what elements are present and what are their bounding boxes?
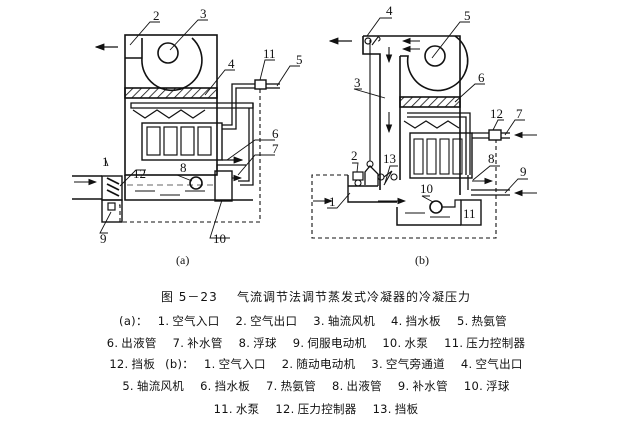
- servo-motor-b: [352, 171, 364, 181]
- callout-a-7: 7: [272, 141, 279, 156]
- callout-b-13: 13: [383, 151, 396, 166]
- legend-item: 12.压力控制器: [275, 402, 357, 416]
- legend-item: 2.随动电动机: [281, 357, 356, 371]
- legend-item: 5.轴流风机: [122, 379, 185, 393]
- legend-item: 6.出液管: [106, 336, 157, 350]
- legend-item: 9.伺服电动机: [292, 336, 367, 350]
- legend-item: 4.挡水板: [391, 314, 441, 328]
- panel-label-b: (b): [415, 253, 429, 267]
- callouts-b: 4 5 3 6 12 7 8 9 2 13 10 11 1 (b): [329, 3, 527, 267]
- pressure-controller-a: [254, 79, 267, 90]
- eliminator-b: [399, 96, 461, 108]
- legend-line-4: 5.轴流风机 6.挡水板 7.热氨管 8.出液管 9.补水管 10.浮球: [0, 378, 632, 394]
- callouts-a: 2 3 4 11 5 6 7 8 1 12 9 10 (a): [100, 6, 303, 267]
- control-line-a: [117, 89, 261, 223]
- legend-prefix-a: (a)：: [119, 314, 148, 328]
- control-line-b: [311, 140, 497, 239]
- fan-housing-b: [400, 35, 469, 92]
- legend-item: 11.水泵: [213, 402, 260, 416]
- callout-b-6: 6: [478, 70, 485, 85]
- legend-item: 3.轴流风机: [313, 314, 376, 328]
- callout-b-9: 9: [520, 164, 527, 179]
- legend-item: 7.补水管: [172, 336, 223, 350]
- callout-b-1: 1: [329, 194, 336, 209]
- fan-icon-a: [157, 42, 179, 64]
- legend-item: 2.空气出口: [235, 314, 298, 328]
- callout-a-2: 2: [153, 8, 160, 23]
- legend-prefix-b: (b)：: [165, 357, 195, 371]
- callout-b-4: 4: [386, 3, 393, 18]
- legend-item: 10.水泵: [382, 336, 429, 350]
- pump-a: [214, 170, 233, 202]
- callout-a-10: 10: [213, 231, 226, 246]
- legend-item: 9.补水管: [397, 379, 448, 393]
- bypass-channel-b: [362, 35, 461, 195]
- condenser-diagram: 2 3 4 11 5 6 7 8 1 12 9 10 (a): [72, 3, 537, 267]
- figure-caption: 图 5－23 气流调节法调节蒸发式冷凝器的冷凝压力: [0, 288, 632, 305]
- panel-b: [311, 17, 537, 239]
- callout-a-1: 1: [102, 154, 109, 169]
- legend-line-3: 12.挡板 (b)： 1.空气入口 2.随动电动机 3.空气旁通道 4.空气出口: [0, 356, 632, 372]
- basin-a: [124, 175, 253, 201]
- casing-a: [124, 34, 218, 176]
- callout-b-2: 2: [351, 148, 358, 163]
- panel-a: [72, 19, 300, 239]
- coil-frame-a: [141, 122, 223, 161]
- legend-item: 13.挡板: [372, 402, 419, 416]
- callout-a-9: 9: [100, 231, 107, 246]
- fan-housing-a: [125, 37, 203, 92]
- legend-item: 4.空气出口: [460, 357, 523, 371]
- figure-number: 图 5－23: [160, 290, 218, 304]
- legend-line-5: 11.水泵 12.压力控制器 13.挡板: [0, 401, 632, 417]
- callout-a-8: 8: [180, 160, 187, 175]
- callout-a-12: 12: [133, 166, 146, 181]
- eliminator-a: [124, 87, 218, 99]
- callout-a-3: 3: [200, 6, 207, 21]
- callout-b-3: 3: [354, 75, 361, 90]
- float-ball-a: [189, 176, 203, 190]
- panel-label-a: (a): [176, 253, 189, 267]
- legend-item: 10.浮球: [463, 379, 510, 393]
- pump-b: [460, 199, 482, 226]
- legend-item: 5.热氨管: [456, 314, 507, 328]
- servo-motor-a: [101, 199, 123, 223]
- coil-frame-b: [409, 132, 473, 179]
- damper-a: [106, 177, 120, 197]
- legend-line-2: 6.出液管 7.补水管 8.浮球 9.伺服电动机 10.水泵 11.压力控制器: [0, 335, 632, 351]
- legend-item: 8.出液管: [331, 379, 382, 393]
- pressure-controller-b: [488, 129, 502, 141]
- callout-b-8: 8: [488, 151, 495, 166]
- callout-b-12: 12: [490, 106, 503, 121]
- callout-b-5: 5: [464, 8, 471, 23]
- legend-item: 8.浮球: [238, 336, 277, 350]
- legend-item: 3.空气旁通道: [371, 357, 445, 371]
- fan-icon-b: [424, 45, 446, 67]
- callout-b-10: 10: [420, 181, 433, 196]
- spray-nozzles-a: [132, 109, 206, 119]
- legend-item: 1.空气入口: [204, 357, 266, 371]
- legend-item: 11.压力控制器: [444, 336, 526, 350]
- damper-b: [377, 173, 385, 181]
- callout-a-11: 11: [263, 46, 276, 61]
- callout-a-5: 5: [296, 52, 303, 67]
- callout-b-11: 11: [463, 206, 476, 221]
- callout-a-6: 6: [272, 126, 279, 141]
- basin-b: [396, 207, 461, 226]
- legend-line-1: (a)： 1.空气入口 2.空气出口 3.轴流风机 4.挡水板 5.热氨管: [0, 313, 632, 329]
- legend-item: 6.挡水板: [200, 379, 251, 393]
- callout-a-4: 4: [228, 56, 235, 71]
- legend-item: 12.挡板: [109, 357, 156, 371]
- figure-title: 气流调节法调节蒸发式冷凝器的冷凝压力: [236, 290, 471, 304]
- legend-item: 1.空气入口: [157, 314, 220, 328]
- legend-item: 7.热氨管: [266, 379, 316, 393]
- callout-b-7: 7: [516, 106, 523, 121]
- float-ball-b: [429, 200, 443, 214]
